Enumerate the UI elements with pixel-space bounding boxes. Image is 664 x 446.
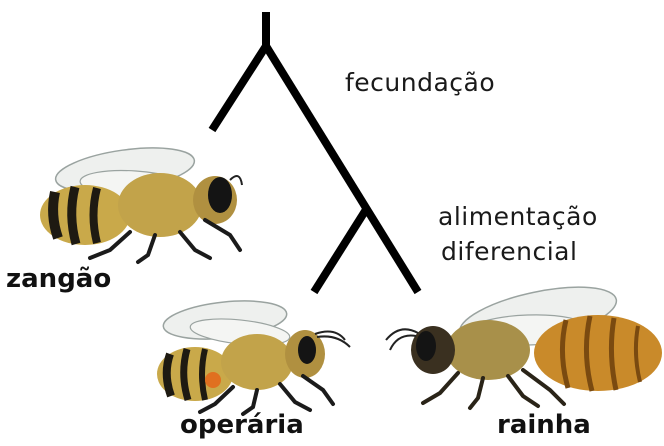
differential-feeding-label-line2: diferencial	[441, 237, 577, 266]
worker-bee-illustration	[145, 292, 360, 417]
tree-branch-drone	[212, 46, 266, 130]
drone-caste-label: zangão	[6, 264, 111, 294]
fertilization-label: fecundação	[345, 68, 495, 97]
tree-branch-worker	[314, 208, 367, 292]
worker-caste-label: operária	[180, 410, 304, 440]
differential-feeding-label-line1: alimentação	[438, 202, 598, 231]
queen-caste-label: rainha	[497, 410, 591, 440]
drone-bee-illustration	[30, 140, 255, 265]
queen-bee-illustration	[378, 278, 664, 418]
